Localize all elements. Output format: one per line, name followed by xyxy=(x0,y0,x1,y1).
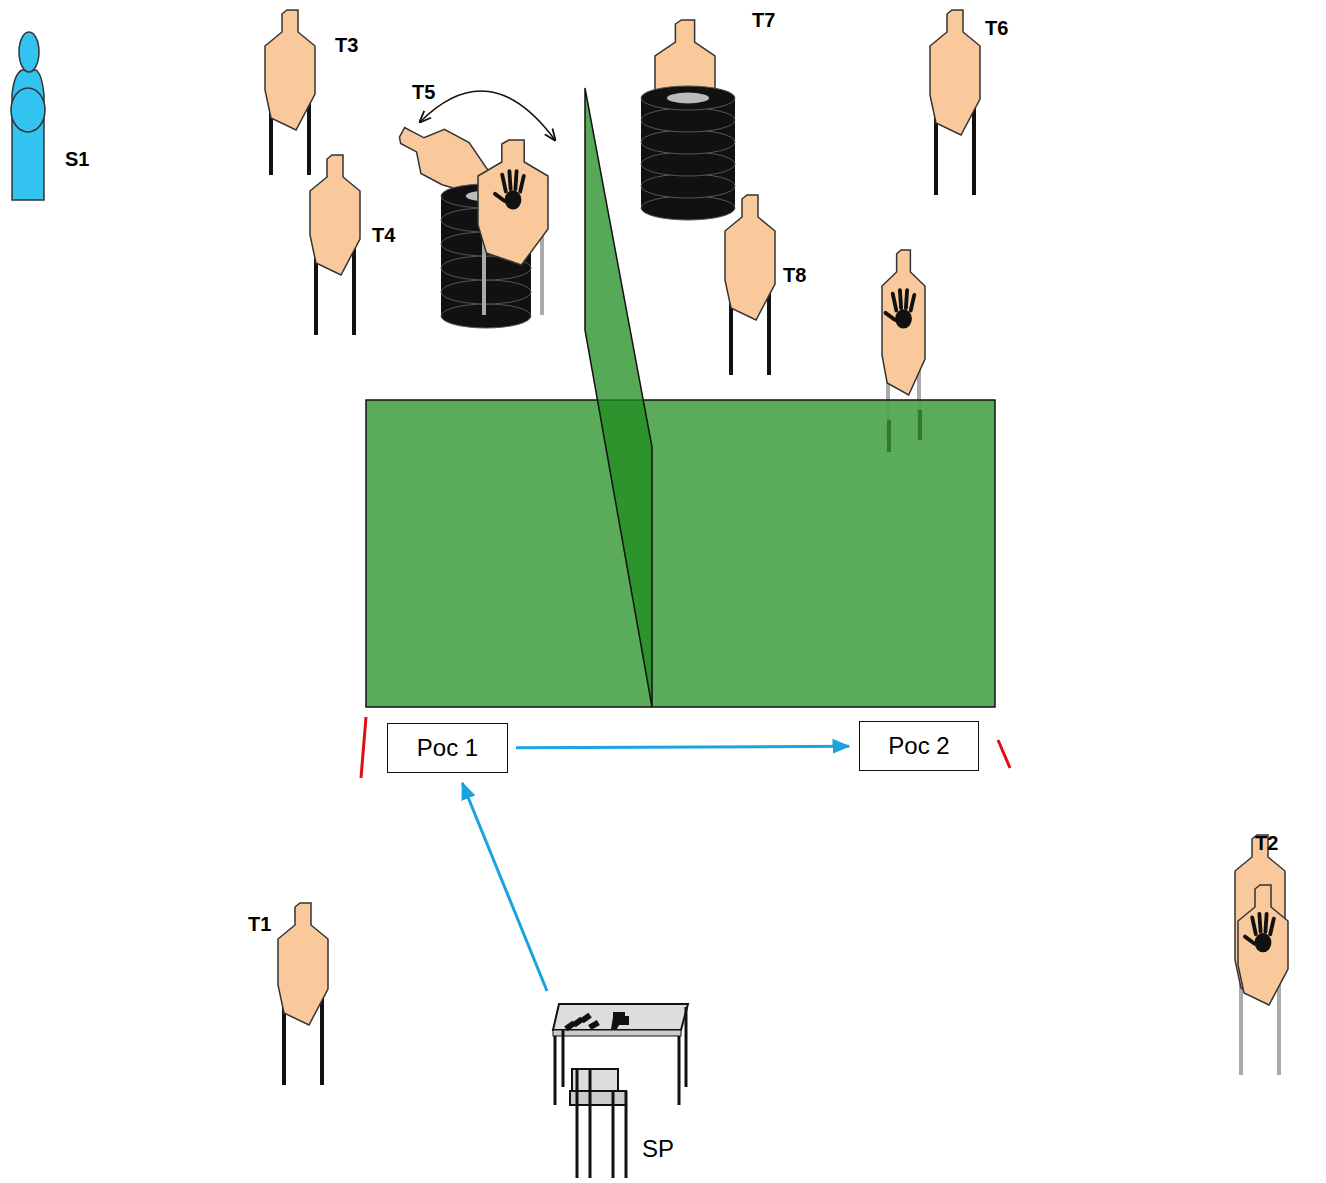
no-shoot-target xyxy=(1238,885,1288,1005)
target-label: T3 xyxy=(335,34,358,57)
fault-line xyxy=(998,740,1010,768)
swing-arc xyxy=(420,91,555,140)
target-label: T6 xyxy=(985,17,1008,40)
tire-stack xyxy=(641,86,735,220)
target-label: T8 xyxy=(783,264,806,287)
no-shoot-hand xyxy=(495,171,524,209)
movement-arrow xyxy=(462,783,547,991)
no-shoot-hand xyxy=(886,290,915,328)
shoot-target xyxy=(930,10,980,195)
position-label: Poc 2 xyxy=(888,732,949,760)
fault-line xyxy=(361,717,366,778)
target-stand xyxy=(887,420,891,452)
shoot-target xyxy=(310,155,360,335)
position-label: Poc 1 xyxy=(417,734,478,762)
position-box: Poc 1 xyxy=(387,723,508,773)
target-label: T1 xyxy=(248,913,271,936)
shooter-figure xyxy=(11,32,45,200)
target-label: T5 xyxy=(412,81,435,104)
target-label: S1 xyxy=(65,148,89,171)
shoot-target xyxy=(725,195,775,375)
shoot-target xyxy=(265,10,315,175)
target-label: T2 xyxy=(1255,832,1278,855)
start-position: SP xyxy=(545,995,695,1178)
wall-panel xyxy=(366,400,995,707)
no-shoot-hand xyxy=(1245,914,1274,952)
movement-arrow xyxy=(516,746,849,747)
target-label: T4 xyxy=(372,224,395,247)
start-label: SP xyxy=(642,1135,674,1163)
shoot-target xyxy=(278,903,328,1085)
target-label: T7 xyxy=(752,9,775,32)
diagonal-wall xyxy=(585,88,652,707)
target-stand xyxy=(918,410,922,440)
no-shoot-target xyxy=(478,140,548,315)
position-box: Poc 2 xyxy=(859,721,979,771)
